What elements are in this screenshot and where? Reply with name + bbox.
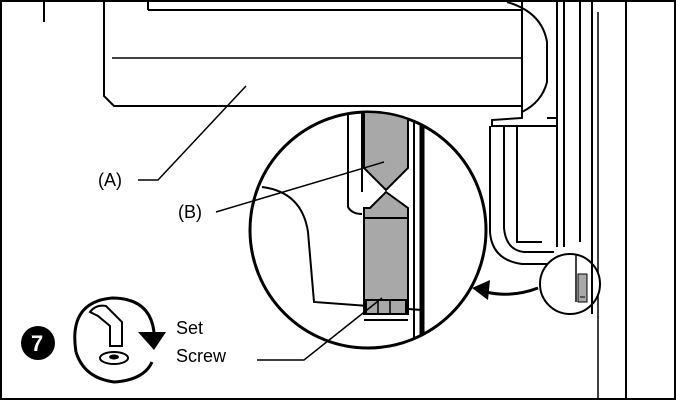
leader-lines — [138, 85, 385, 361]
magnified-detail-circle — [248, 110, 488, 350]
allen-key-icon — [88, 304, 129, 365]
rotate-clockwise-arrow-icon — [73, 296, 166, 384]
step-number: 7 — [31, 331, 43, 356]
leader-b — [215, 161, 385, 213]
leader-set-screw — [257, 297, 383, 361]
label-screw: Screw — [176, 346, 227, 366]
unit-a-body — [103, 2, 558, 127]
label-a: (A) — [98, 170, 122, 190]
leader-a — [138, 85, 247, 181]
step-number-badge: 7 — [21, 326, 55, 360]
part-b-wedge — [363, 113, 409, 192]
magnify-arrow — [472, 280, 539, 300]
small-detail-circle — [539, 253, 601, 315]
label-set: Set — [176, 318, 203, 338]
set-screw-body — [363, 190, 409, 315]
right-bracket — [489, 2, 627, 398]
label-b: (B) — [178, 202, 202, 222]
